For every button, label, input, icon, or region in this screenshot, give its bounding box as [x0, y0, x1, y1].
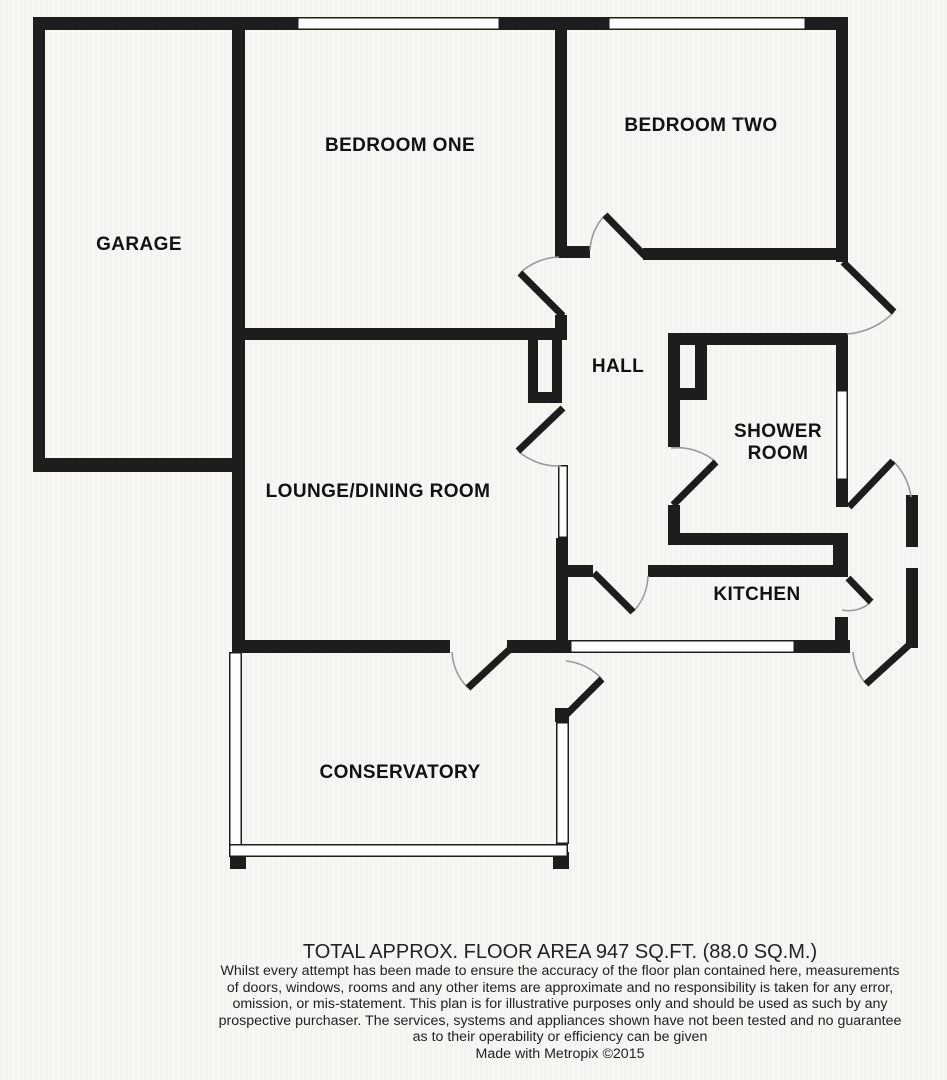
wall [232, 328, 567, 340]
bedroom-one-door-leaf [517, 270, 566, 319]
shower-room-door-arc [670, 446, 717, 463]
wall [568, 565, 593, 577]
wall [668, 533, 843, 545]
bedroom-one-door-arc [519, 256, 560, 274]
wall [836, 480, 848, 507]
disclaimer-line-3: omission, or mis-statement. This plan is… [232, 996, 888, 1012]
wall [528, 392, 562, 403]
disclaimer-line-1: Whilst every attempt has been made to en… [220, 963, 900, 979]
room-label-bedroom-one: BEDROOM ONE [325, 135, 475, 156]
kitchen-door-leaf [591, 570, 636, 615]
wall [906, 495, 918, 547]
wall [555, 315, 567, 331]
metropix-credit-text: Made with Metropix ©2015 [475, 1045, 645, 1062]
wall [695, 345, 707, 400]
kitchen-door-arc [632, 575, 649, 613]
wall [33, 458, 245, 472]
wall [833, 533, 848, 577]
wall [33, 17, 300, 30]
disclaimer-text: Whilst every attempt has been made to en… [210, 963, 910, 1046]
disclaimer-line-5: as to their operability or efficiency ca… [412, 1029, 708, 1045]
wall [232, 640, 450, 653]
wall [556, 538, 568, 652]
window [229, 652, 242, 852]
footer: TOTAL APPROX. FLOOR AREA 947 SQ.FT. (88.… [210, 941, 910, 1062]
wall [668, 333, 848, 345]
wall [552, 340, 562, 403]
wall [648, 565, 833, 577]
bedroom-two-door-arc [589, 214, 606, 251]
wall [567, 246, 590, 258]
room-label-garage: GARAGE [96, 234, 182, 255]
lounge-door-leaf [515, 405, 566, 454]
room-label-lounge-dining-room: LOUNGE/DINING ROOM [266, 481, 491, 502]
front-door-arc [846, 311, 895, 335]
wall [836, 17, 848, 262]
rear-lobby-bottom-door-leaf [863, 642, 912, 687]
shower-room-door-leaf [670, 459, 719, 508]
front-door-leaf [840, 259, 897, 315]
conservatory-door-arc [451, 651, 469, 689]
wall [33, 17, 45, 472]
wall [643, 248, 848, 260]
lounge-door-arc [517, 450, 562, 467]
window [297, 17, 500, 30]
window [836, 390, 848, 480]
rear-lobby-bottom-door-arc [852, 651, 867, 685]
wall [555, 17, 567, 258]
wall [906, 568, 918, 648]
conservatory-side-door-leaf [559, 676, 605, 722]
disclaimer-line-4: prospective purchaser. The services, sys… [218, 1012, 902, 1029]
disclaimer-line-2: of doors, windows, rooms and any other i… [226, 979, 894, 996]
room-label-bedroom-two: BEDROOM TWO [624, 115, 777, 136]
wall [668, 333, 680, 447]
window [608, 17, 806, 30]
total-floor-area-text: TOTAL APPROX. FLOOR AREA 947 SQ.FT. (88.… [302, 941, 818, 963]
rear-lobby-top-door-arc [892, 460, 912, 498]
room-label-kitchen: KITCHEN [713, 584, 800, 605]
kitchen-rear-door-arc [841, 601, 872, 612]
wall [680, 388, 707, 400]
room-label-hall: HALL [592, 356, 644, 377]
kitchen-rear-door-leaf [845, 575, 874, 605]
conservatory-side-door-arc [565, 660, 603, 680]
window [570, 640, 795, 653]
bedroom-two-door-leaf [602, 212, 648, 259]
conservatory-door-leaf [465, 647, 512, 691]
room-label-conservatory: CONSERVATORY [319, 762, 480, 783]
window [556, 722, 569, 844]
wall [528, 340, 538, 392]
wall [795, 640, 850, 653]
rear-lobby-top-door-leaf [846, 458, 896, 510]
wall [836, 333, 848, 390]
wall [500, 17, 608, 30]
window [229, 844, 568, 857]
window [558, 465, 568, 538]
wall [507, 640, 570, 653]
